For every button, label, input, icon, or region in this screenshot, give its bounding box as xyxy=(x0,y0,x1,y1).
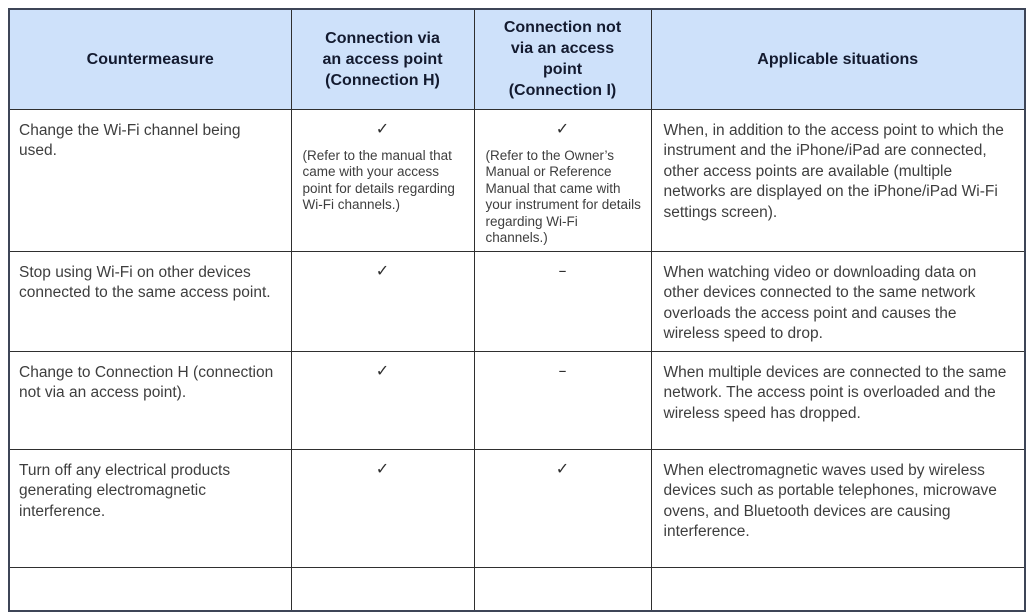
countermeasure-table-wrap: Countermeasure Connection via an access … xyxy=(8,8,1026,612)
situation-cell: When watching video or downloading data … xyxy=(650,250,1026,352)
header-applicable-situations: Applicable situations xyxy=(650,8,1026,110)
connection-i-cell: ✓ xyxy=(473,448,652,568)
connection-h-note: (Refer to the manual that came with your… xyxy=(302,147,455,213)
table-row: Change the Wi-Fi channel being used. ✓ (… xyxy=(8,108,1026,252)
connection-h-cell: ✓ xyxy=(290,350,475,450)
table-row: Change to Connection H (connection not v… xyxy=(8,350,1026,450)
connection-i-cell: – xyxy=(473,250,652,352)
checkmark-icon: ✓ xyxy=(375,260,390,280)
countermeasure-cell: Change to Connection H (connection not v… xyxy=(8,350,292,450)
table-row xyxy=(8,566,1026,612)
connection-i-note: (Refer to the Owner’s Manual or Referenc… xyxy=(485,147,641,246)
checkmark-icon: ✓ xyxy=(375,360,390,380)
connection-h-cell: ✓ xyxy=(290,250,475,352)
countermeasure-cell: Change the Wi-Fi channel being used. xyxy=(8,108,292,252)
countermeasure-table: Countermeasure Connection via an access … xyxy=(8,8,1026,612)
countermeasure-cell: Turn off any electrical products generat… xyxy=(8,448,292,568)
table-row: Turn off any electrical products generat… xyxy=(8,448,1026,568)
checkmark-icon: ✓ xyxy=(555,118,570,138)
situation-cell: When, in addition to the access point to… xyxy=(650,108,1026,252)
countermeasure-cell: Stop using Wi-Fi on other devices connec… xyxy=(8,250,292,352)
checkmark-icon: ✓ xyxy=(555,458,570,478)
table-row: Stop using Wi-Fi on other devices connec… xyxy=(8,250,1026,352)
header-connection-i: Connection not via an access point (Conn… xyxy=(473,8,652,110)
header-connection-h: Connection via an access point (Connecti… xyxy=(290,8,475,110)
connection-i-cell: ✓ (Refer to the Owner’s Manual or Refere… xyxy=(473,108,652,252)
connection-h-cell: ✓ (Refer to the manual that came with yo… xyxy=(290,108,475,252)
situation-cell: When electromagnetic waves used by wirel… xyxy=(650,448,1026,568)
dash-icon: – xyxy=(558,260,567,280)
situation-cell: When multiple devices are connected to t… xyxy=(650,350,1026,450)
connection-i-cell xyxy=(473,566,652,612)
connection-i-cell: – xyxy=(473,350,652,450)
situation-cell xyxy=(650,566,1026,612)
connection-h-cell: ✓ xyxy=(290,448,475,568)
checkmark-icon: ✓ xyxy=(375,458,390,478)
connection-h-cell xyxy=(290,566,475,612)
checkmark-icon: ✓ xyxy=(375,118,390,138)
table-header-row: Countermeasure Connection via an access … xyxy=(8,8,1026,110)
dash-icon: – xyxy=(558,360,567,380)
header-countermeasure: Countermeasure xyxy=(8,8,292,110)
countermeasure-cell xyxy=(8,566,292,612)
